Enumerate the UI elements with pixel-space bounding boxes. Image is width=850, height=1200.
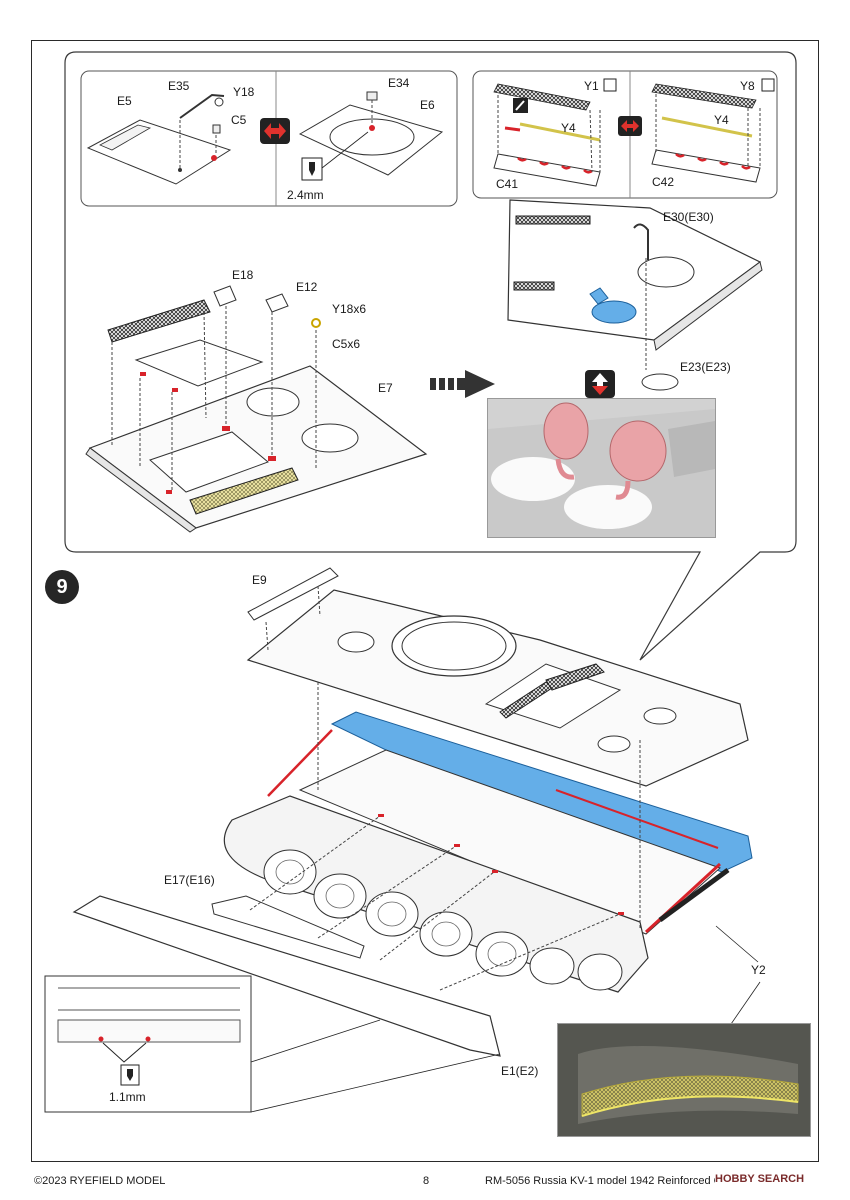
footer-page-number: 8 <box>423 1175 430 1187</box>
bend-icon-b <box>761 78 775 92</box>
photo-hatch-closeup <box>487 398 716 538</box>
part-e18 <box>107 299 211 343</box>
label-e35: E35 <box>168 79 190 93</box>
drill-size-2-4mm: 2.4mm <box>287 188 324 202</box>
page-frame <box>31 40 819 1162</box>
label-c42: C42 <box>652 175 675 189</box>
part-e6 <box>298 104 444 176</box>
part-e1 <box>72 895 501 1057</box>
part-y1 <box>493 83 591 111</box>
label-y18: Y18 <box>233 85 255 99</box>
label-e23: E23(E23) <box>680 360 731 374</box>
up-down-arrow-icon <box>585 370 615 398</box>
label-y1: Y1 <box>584 79 599 93</box>
track-assembly <box>223 795 649 993</box>
part-y8 <box>651 83 757 109</box>
label-e1: E1(E2) <box>501 1064 539 1078</box>
part-c41 <box>493 153 601 187</box>
label-e18: E18 <box>232 268 254 282</box>
footer-watermark: HOBBY SEARCH <box>715 1173 805 1185</box>
footer-product-title: RM-5056 Russia KV-1 model 1942 Reinforce… <box>485 1175 769 1187</box>
label-y4-right: Y4 <box>714 113 729 127</box>
label-e30: E30(E30) <box>663 210 714 224</box>
label-e5: E5 <box>117 94 132 108</box>
part-e17 <box>211 895 365 959</box>
label-c5x6: C5x6 <box>332 337 361 351</box>
label-c41: C41 <box>496 177 519 191</box>
label-y4-left: Y4 <box>561 121 576 135</box>
right-arrow-icon <box>430 370 495 398</box>
label-y18x6: Y18x6 <box>332 302 367 316</box>
label-e12: E12 <box>296 280 318 294</box>
label-e34: E34 <box>388 76 410 90</box>
label-e9: E9 <box>252 573 267 587</box>
fender-inset-frame <box>44 975 252 1113</box>
step-number-badge: 9 <box>45 570 79 604</box>
photo-etch-closeup <box>557 1023 811 1137</box>
label-y8: Y8 <box>740 79 755 93</box>
label-e6: E6 <box>420 98 435 112</box>
label-e17: E17(E16) <box>164 873 215 887</box>
bend-icon <box>603 78 617 92</box>
label-c5: C5 <box>231 113 247 127</box>
part-e9 <box>247 567 339 621</box>
label-e7: E7 <box>378 381 393 395</box>
label-y2: Y2 <box>751 963 766 977</box>
footer-copyright: ©2023 RYEFIELD MODEL <box>34 1175 166 1187</box>
drill-size-1-1mm: 1.1mm <box>109 1090 146 1104</box>
part-c42 <box>651 149 761 183</box>
